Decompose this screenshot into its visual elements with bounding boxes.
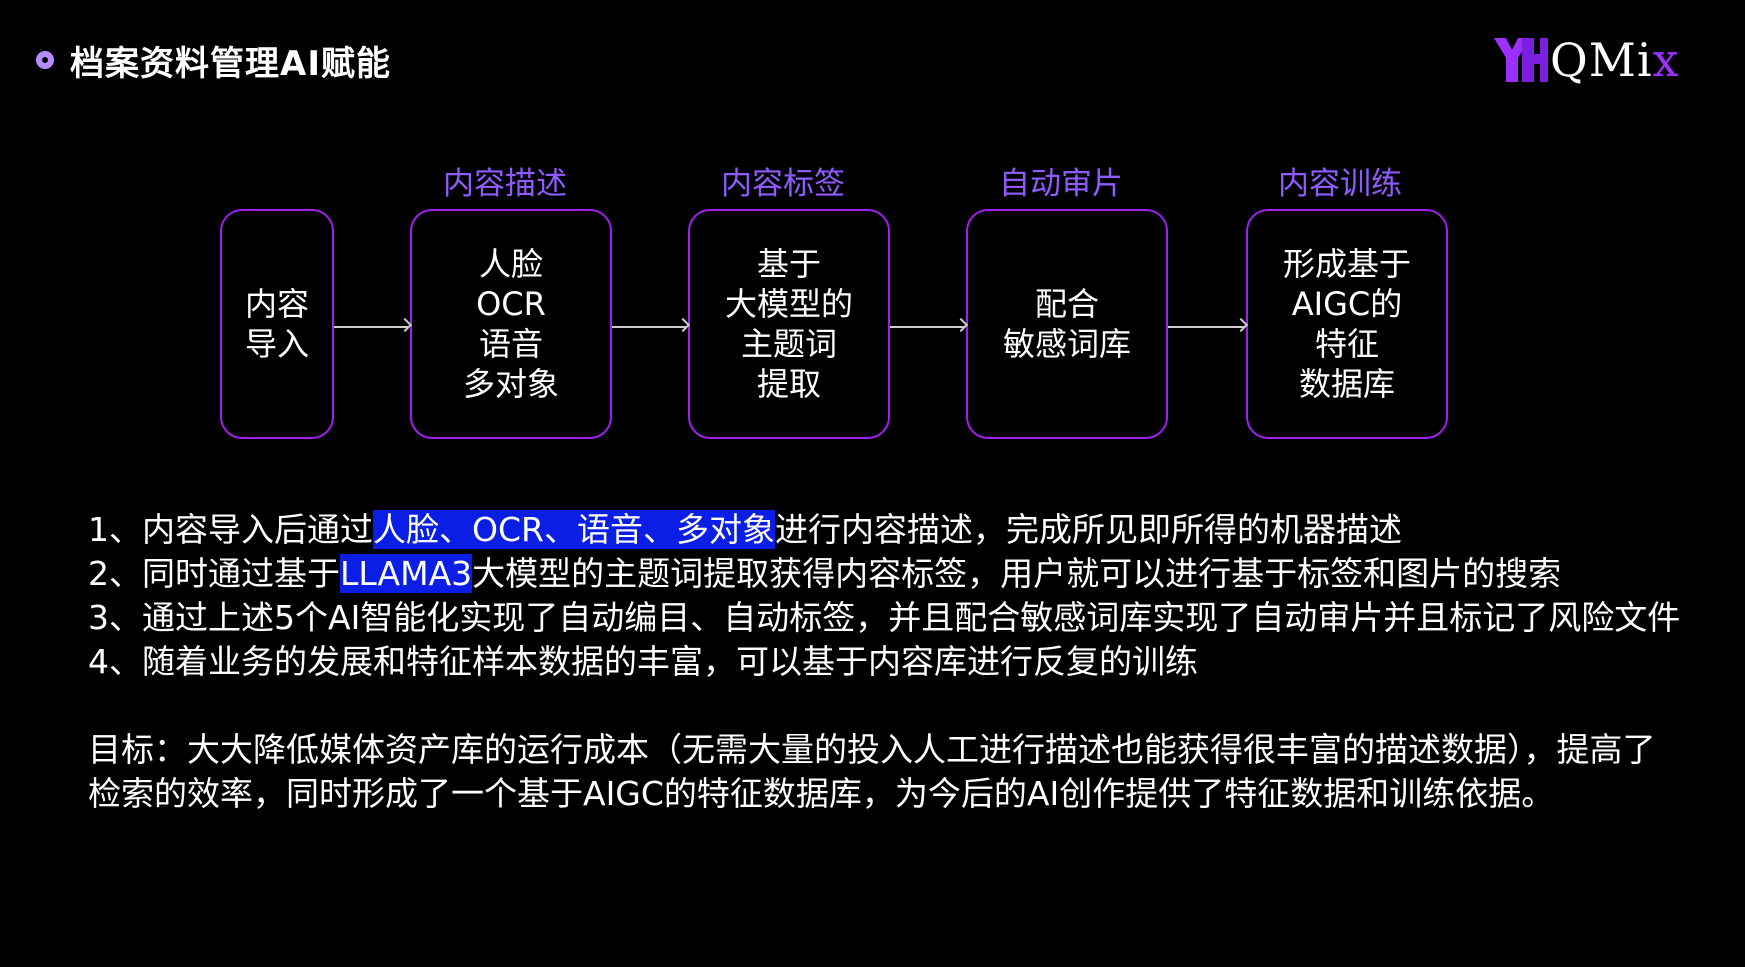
flow-box-aigc-db: 形成基于 AIGC的 特征 数据库 xyxy=(1246,209,1448,439)
flow-arrow-icon xyxy=(890,326,964,328)
note-line-1-prefix: 1、内容导入后通过 xyxy=(88,510,373,549)
note-line-2-suffix: 大模型的主题词提取获得内容标签，用户就可以进行基于标签和图片的搜索 xyxy=(472,554,1562,593)
flow-box-content-import: 内容 导入 xyxy=(220,209,334,439)
note-line-2: 2、同时通过基于LLAMA3大模型的主题词提取获得内容标签，用户就可以进行基于标… xyxy=(88,552,1688,596)
notes-text-block: 1、内容导入后通过人脸、OCR、语音、多对象进行内容描述，完成所见即所得的机器描… xyxy=(88,508,1688,816)
flow-box-face-ocr: 人脸 OCR 语音 多对象 xyxy=(410,209,612,439)
note-line-4: 4、随着业务的发展和特征样本数据的丰富，可以基于内容库进行反复的训练 xyxy=(88,642,1198,681)
logo-wordmark: QMix xyxy=(1550,33,1679,87)
flow-box-text: 内容 导入 xyxy=(244,285,309,363)
note-line-2-prefix: 2、同时通过基于 xyxy=(88,554,340,593)
brand-logo: QMix xyxy=(1490,30,1705,90)
bullet-ring-icon xyxy=(36,51,54,69)
goal-paragraph: 目标：大大降低媒体资产库的运行成本（无需大量的投入人工进行描述也能获得很丰富的描… xyxy=(88,730,1656,813)
flow-box-text: 人脸 OCR 语音 多对象 xyxy=(462,245,559,403)
flow-box-llm-topic: 基于 大模型的 主题词 提取 xyxy=(688,209,890,439)
flow-label-content-tags: 内容标签 xyxy=(721,166,845,202)
flow-label-content-training: 内容训练 xyxy=(1278,166,1402,202)
flow-box-text: 基于 大模型的 主题词 提取 xyxy=(724,245,853,403)
flow-box-text: 配合 敏感词库 xyxy=(1002,285,1131,363)
note-line-1: 1、内容导入后通过人脸、OCR、语音、多对象进行内容描述，完成所见即所得的机器描… xyxy=(88,508,1688,552)
slide-header: 档案资料管理AI赋能 xyxy=(36,38,391,84)
slide-title: 档案资料管理AI赋能 xyxy=(70,43,391,84)
flow-arrow-icon xyxy=(334,326,408,328)
logo-text-accent: x xyxy=(1652,33,1680,87)
flow-box-text: 形成基于 AIGC的 特征 数据库 xyxy=(1282,245,1411,403)
yh-logo-icon xyxy=(1494,38,1548,82)
note-line-3: 3、通过上述5个AI智能化实现了自动编目、自动标签，并且配合敏感词库实现了自动审… xyxy=(88,598,1681,637)
text-selection-highlight[interactable]: 人脸、OCR、语音、多对象 xyxy=(373,510,775,549)
logo-text-main: QMi xyxy=(1550,33,1653,87)
flow-arrow-icon xyxy=(612,326,686,328)
flow-box-sensitive-words: 配合 敏感词库 xyxy=(966,209,1168,439)
note-line-1-suffix: 进行内容描述，完成所见即所得的机器描述 xyxy=(774,510,1402,549)
flow-arrow-icon xyxy=(1168,326,1244,328)
flow-label-content-description: 内容描述 xyxy=(443,166,567,202)
flow-label-auto-review: 自动审片 xyxy=(999,166,1123,202)
text-selection-highlight[interactable]: LLAMA3 xyxy=(340,554,473,593)
